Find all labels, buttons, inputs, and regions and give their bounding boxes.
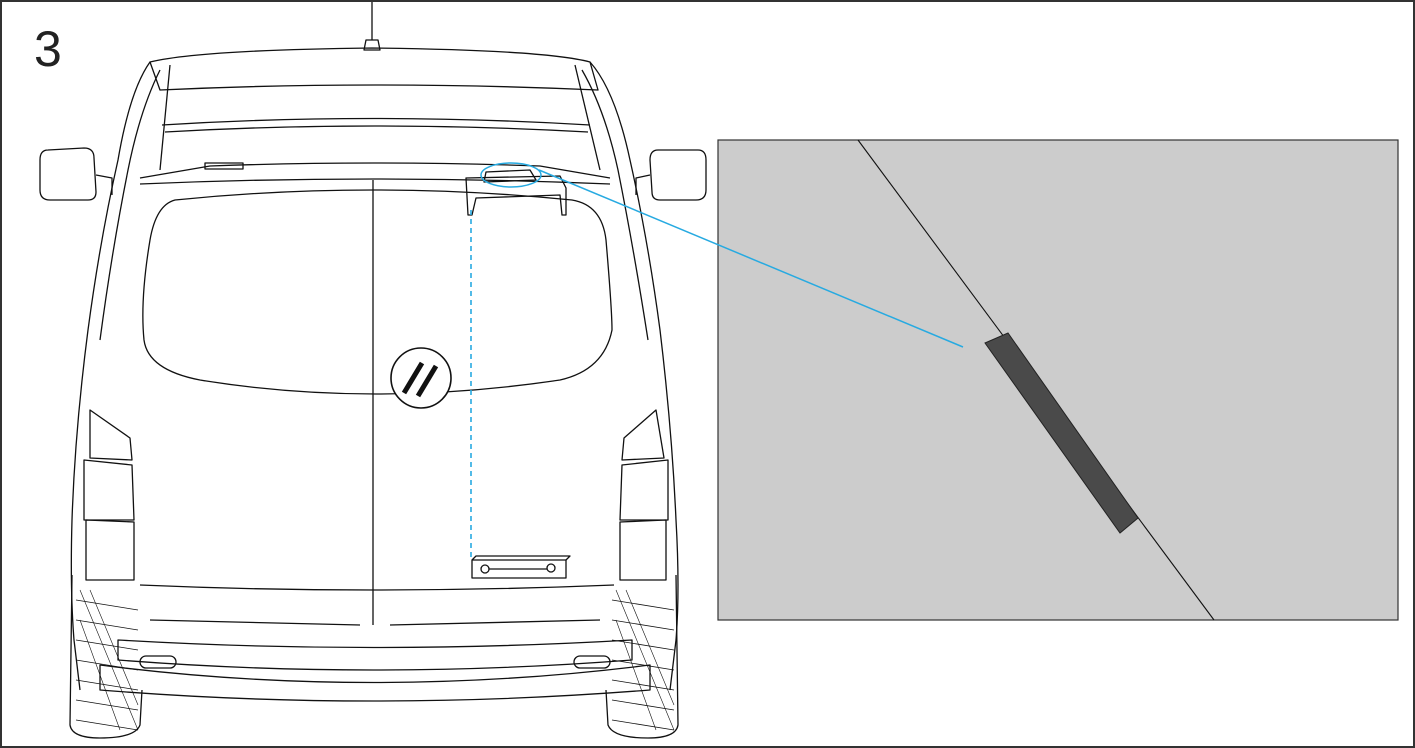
left-tail-light — [89, 409, 133, 461]
van-rear-view — [39, 2, 707, 739]
lower-bracket — [471, 555, 571, 579]
left-wheel — [69, 574, 143, 739]
body-left-side — [70, 61, 151, 691]
detail-callout-ellipse — [480, 162, 542, 188]
tape-strip — [984, 332, 1139, 534]
right-tail-light — [621, 409, 665, 461]
rear-window — [142, 189, 613, 395]
spoiler-bracket — [465, 169, 567, 216]
step-number: 3 — [34, 21, 62, 77]
body-right-side — [589, 61, 679, 691]
antenna — [363, 2, 381, 51]
left-mirror — [39, 147, 113, 201]
detail-view — [717, 139, 1399, 621]
right-mirror — [635, 149, 707, 201]
rear-bumper — [117, 639, 633, 671]
callout-leader-line — [538, 169, 964, 348]
right-wheel — [605, 574, 679, 739]
roof-outline — [149, 47, 599, 91]
parallel-slash-circle-icon — [390, 347, 452, 409]
